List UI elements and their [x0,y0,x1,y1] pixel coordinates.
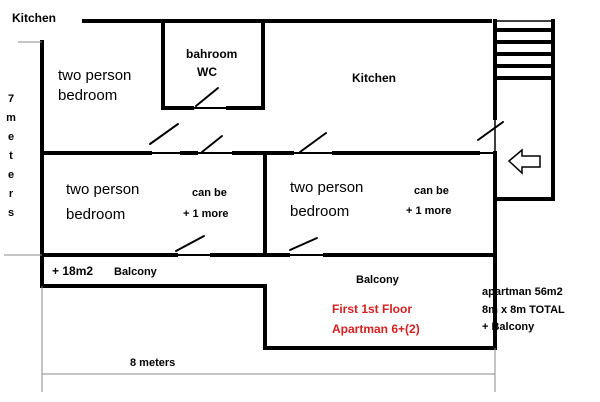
bedroom-top-label: two person [58,67,131,84]
extra-bed-right-label-2: + 1 more [406,205,452,217]
balcony-left-label: Balcony [114,266,158,278]
summary-label: apartman 56m2 [482,286,563,298]
balcony-right-label: Balcony [356,274,400,286]
bedroom-right-label-2: bedroom [290,203,349,220]
doors [149,87,504,256]
floor-title-label-2: Apartman 6+(2) [332,322,420,336]
bedroom-left-label: two person [66,181,139,198]
door-icon [477,121,504,154]
height-dimension-letter: 7 [8,93,14,105]
height-dimension-letter: t [9,150,13,162]
bedroom-right-label: two person [290,179,363,196]
door-icon [175,235,213,256]
corner-kitchen-label: Kitchen [12,11,56,25]
bathroom-label: bahroom [186,47,237,61]
walls [40,19,497,350]
extra-bed-left-label: can be [192,187,227,199]
height-dimension-letter: e [8,169,14,181]
height-dimension-letter: r [9,188,14,200]
dimension-lines [4,41,496,392]
extra-bed-right-label: can be [414,185,449,197]
height-dimension-letter: m [6,112,16,124]
door-icon [195,135,235,154]
height-dimension-letter: e [8,131,14,143]
bedroom-left-label-2: bedroom [66,206,125,223]
floor-title-label: First 1st Floor [332,302,412,316]
height-dimension-letter: s [8,207,14,219]
bedroom-top-label-2: bedroom [58,87,117,104]
room-labels: Kitchen Kitchen bahroom WC two person be… [6,11,565,369]
bathroom-label-wc: WC [197,65,217,79]
extra-bed-left-label-2: + 1 more [183,208,229,220]
summary-label-3: + Balcony [482,321,535,333]
summary-label-2: 8m x 8m TOTAL [482,304,565,316]
staircase [493,19,555,201]
door-icon [149,123,183,154]
kitchen-label: Kitchen [352,71,396,85]
door-icon [291,132,335,154]
width-dimension-label: 8 meters [130,357,175,369]
entrance-arrow-icon [507,148,541,175]
staircase-outline [494,20,554,200]
door-icon [287,237,326,256]
door-icon [191,87,229,109]
balcony-area-label: + 18m2 [52,264,93,278]
